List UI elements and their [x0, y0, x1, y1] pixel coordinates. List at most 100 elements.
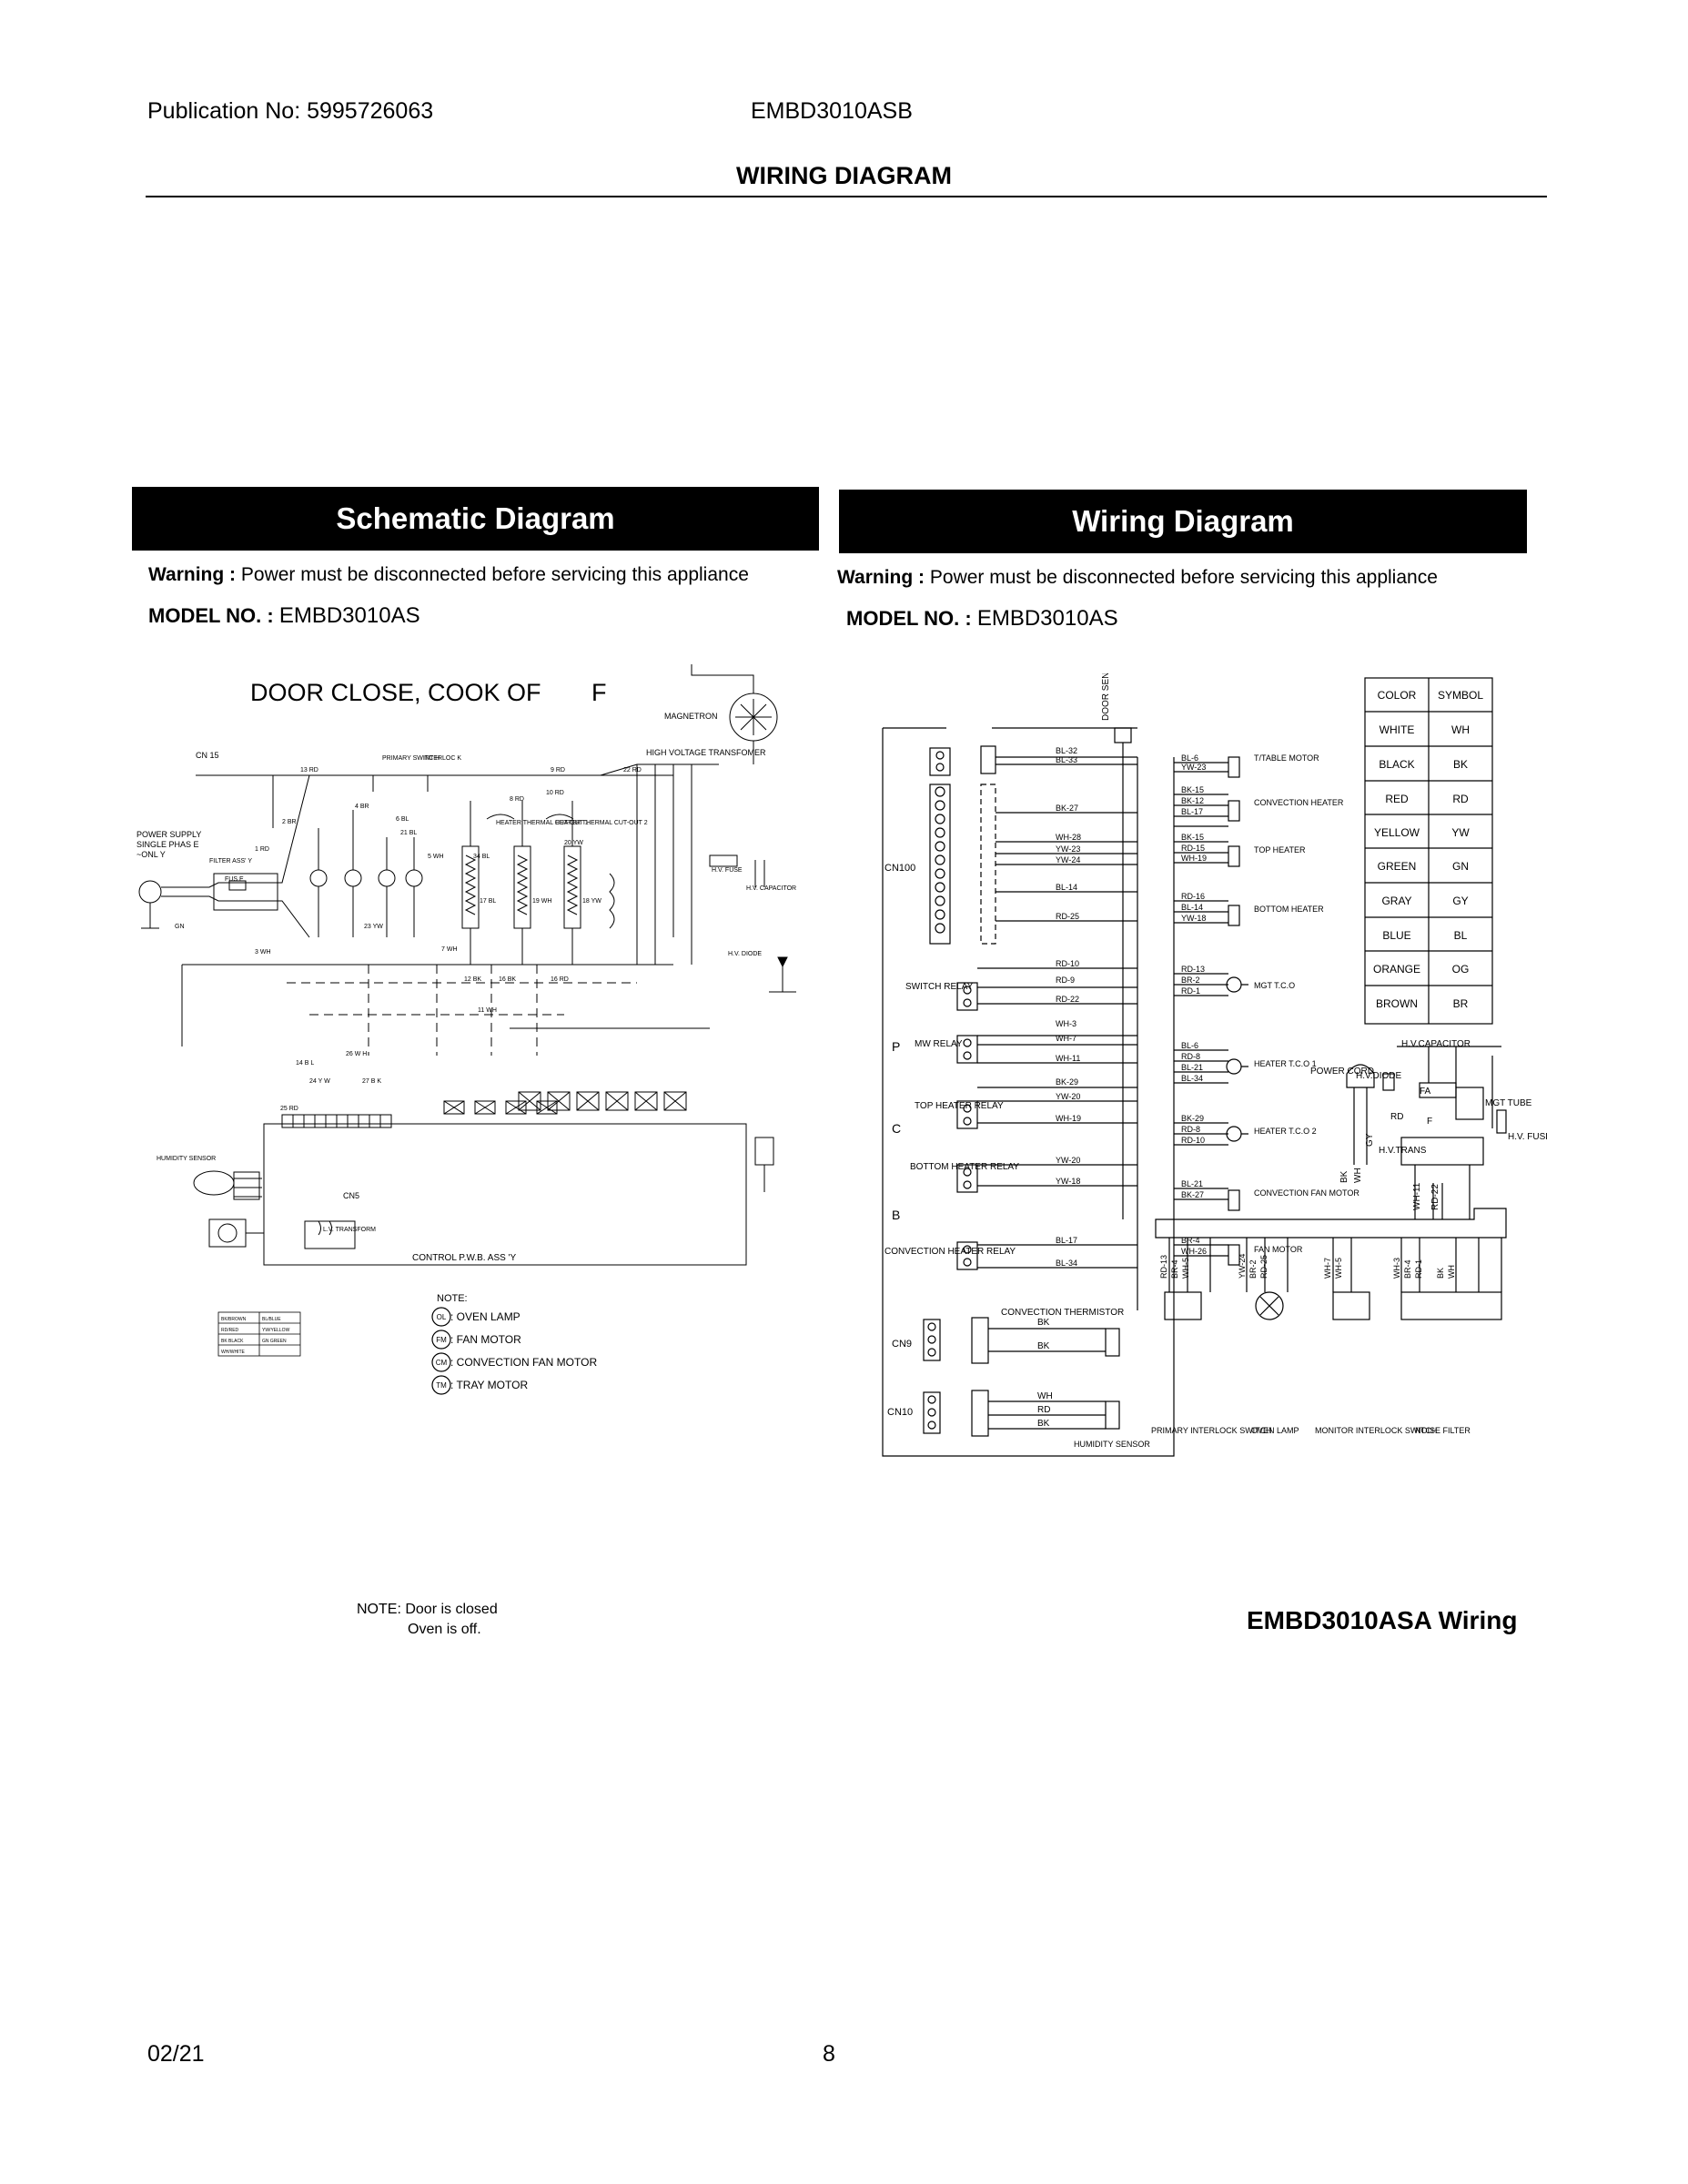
publication-number: Publication No: 5995726063 [147, 98, 434, 124]
heater-thermal-1-label: HEATER THERMAL CUT-OUT 1 [496, 820, 589, 826]
color-symbol: BK [1453, 758, 1468, 771]
wire-label: 16 RD [551, 976, 569, 983]
component-wire: RD-8 [1181, 1125, 1200, 1134]
fa-label: FA [1420, 1087, 1431, 1097]
component-wire: BK-12 [1181, 796, 1204, 805]
wire-label: 8 RD [510, 796, 524, 803]
wire-label: BK-29 [1056, 1077, 1078, 1087]
wire-label: BK-27 [1056, 804, 1078, 813]
warning-label: Warning : [148, 564, 237, 585]
rd-label: RD [1037, 1405, 1050, 1415]
schematic-warning: Warning : Power must be disconnected bef… [148, 564, 749, 586]
convection-heater-relay-label: CONVECTION HEATER RELAY [884, 1247, 1016, 1257]
color-table-header: SYMBOL [1438, 689, 1483, 702]
door-sensing-switch-label: DOOR SENSING SWITCH [1101, 673, 1111, 721]
wire-label: RD-1 [1414, 1259, 1423, 1279]
component-wire: BR-4 [1181, 1236, 1200, 1245]
gn-label: GN [175, 924, 185, 930]
monitor-interlock-label: MONITOR INTERLOCK SWITCH [1315, 1426, 1437, 1435]
legend-cell: BL/BLUE [262, 1317, 281, 1322]
top-heater-symbol [513, 845, 531, 929]
wire-label: YW-24 [1056, 855, 1080, 864]
color-name: YELLOW [1374, 826, 1420, 839]
noise-filter-label: NOISE FILTER [1415, 1426, 1471, 1435]
cn10-label: CN10 [887, 1407, 913, 1418]
component-wire: YW-18 [1181, 914, 1206, 923]
cn100-label: CN100 [884, 863, 915, 874]
bk-label: BK [1037, 1419, 1050, 1429]
component-wire: BK-27 [1181, 1190, 1204, 1199]
component-wire: BL-14 [1181, 903, 1203, 912]
c-label: C [892, 1121, 901, 1136]
control-pwb-outline [263, 1123, 747, 1266]
wire-label: YW-20 [1056, 1092, 1080, 1101]
legend-cell: GN GREEN [262, 1339, 287, 1344]
wire-label: BL-17 [1056, 1236, 1077, 1245]
model-value: EMBD3010AS [976, 606, 1118, 631]
color-name: GREEN [1378, 860, 1417, 873]
component-name: CONVECTION HEATER [1254, 798, 1344, 807]
hv-diode-label: H.V.DIODE [1356, 1071, 1402, 1081]
wire-label: WH-7 [1056, 1034, 1076, 1043]
rd-22-label: RD-22 [1430, 1184, 1440, 1210]
component-name: HEATER T.C.O 1 [1254, 1059, 1317, 1068]
note-symbol: CM [436, 1359, 448, 1367]
magnetron-label: MAGNETRON [664, 712, 718, 721]
schematic-title: Schematic Diagram [336, 501, 615, 535]
wire-label: 24 Y W [309, 1078, 330, 1085]
wire-label: BR-2 [1248, 1259, 1258, 1279]
gy-label: GY [1365, 1133, 1375, 1147]
color-symbol: BR [1453, 997, 1469, 1010]
legend-cell: WH/WHITE [221, 1350, 245, 1355]
wire-label: 10 RD [546, 790, 564, 796]
bk-label: BK [1037, 1341, 1050, 1351]
component-wire: BK-15 [1181, 785, 1204, 794]
wiring-warning: Warning : Power must be disconnected bef… [837, 567, 1438, 589]
wire-label: BL-34 [1056, 1259, 1077, 1268]
note-symbol: FM [436, 1336, 447, 1344]
model-number-header: EMBD3010ASB [751, 98, 913, 124]
wire-label: 21 BL [400, 830, 417, 836]
top-heater-relay-label: TOP HEATER RELAY [915, 1101, 1004, 1111]
b-label: B [892, 1208, 900, 1222]
note-text: : CONVECTION FAN MOTOR [450, 1356, 597, 1369]
magnetron-detail [735, 699, 772, 735]
convection-thermistor-label: CONVECTION THERMISTOR [1001, 1308, 1124, 1318]
header-rule [146, 196, 1547, 197]
single-phase-label: SINGLE PHAS E [136, 840, 199, 849]
wire-label: RD-13 [1159, 1255, 1168, 1279]
only-label: ~ONL Y [136, 850, 166, 859]
wire-label: BL-33 [1056, 755, 1077, 764]
component-name: MGT T.C.O [1254, 981, 1295, 990]
wire-label: 14 B L [296, 1060, 314, 1067]
fm-symbol [344, 869, 362, 887]
humidity-sensor-label: HUMIDITY SENSOR [157, 1156, 216, 1162]
tm-symbol [378, 869, 396, 887]
filter-assy-label: FILTER ASS' Y [209, 858, 252, 864]
color-symbol: GN [1452, 860, 1469, 873]
color-name: ORANGE [1373, 963, 1420, 976]
wire-label: 6 BL [396, 816, 409, 823]
component-wire: BR-2 [1181, 976, 1200, 985]
component-name: HEATER T.C.O 2 [1254, 1127, 1317, 1136]
wh-label: WH [1353, 1168, 1363, 1183]
interlock-label: INTERLOC K [423, 755, 461, 762]
wire-label: 3 WH [255, 949, 271, 956]
heater-thermal-2-label: HEATER THERMAL CUT-OUT 2 [555, 820, 648, 826]
power-supply-label: POWER SUPPLY [136, 830, 201, 839]
component-wire: WH-26 [1181, 1247, 1207, 1256]
component-wire: BL-34 [1181, 1074, 1203, 1083]
cn5-label: CN5 [343, 1191, 359, 1200]
wire-label: RD-9 [1056, 976, 1075, 985]
schematic-model: MODEL NO. : EMBD3010AS [148, 603, 420, 629]
bk-label: BK [1339, 1170, 1349, 1183]
door-note-line-2: Oven is off. [408, 1622, 481, 1637]
wire-label: 22 RD [623, 767, 642, 774]
note-symbol: TM [436, 1381, 447, 1390]
lv-transform-label: L.V. TRANSFORM [323, 1227, 376, 1233]
state-title-f: F [591, 679, 607, 706]
p-label: P [892, 1039, 900, 1054]
component-name: FAN MOTOR [1254, 1245, 1303, 1254]
fuse-label: FUS E [225, 876, 244, 883]
color-symbol: BL [1454, 929, 1468, 942]
